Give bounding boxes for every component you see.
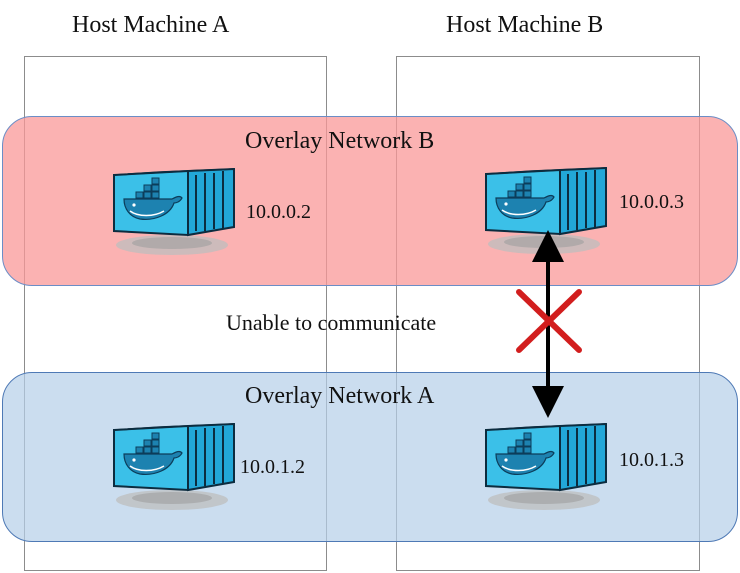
container-ip-label: 10.0.0.2 bbox=[246, 201, 311, 223]
host-machine-a-frame bbox=[24, 56, 327, 571]
docker-container-icon bbox=[110, 420, 240, 520]
container-ip-label: 10.0.1.3 bbox=[619, 449, 684, 471]
docker-container-icon bbox=[482, 420, 612, 520]
overlay-network-b-title: Overlay Network B bbox=[245, 128, 435, 154]
overlay-network-a-title: Overlay Network A bbox=[245, 383, 435, 409]
host-machine-b-frame bbox=[396, 56, 700, 571]
connection-status-label: Unable to communicate bbox=[226, 310, 437, 335]
container-ip-label: 10.0.0.3 bbox=[619, 191, 684, 213]
host-machine-a-title: Host Machine A bbox=[72, 12, 230, 38]
host-machine-b-title: Host Machine B bbox=[446, 12, 604, 38]
container-ip-label: 10.0.1.2 bbox=[240, 456, 305, 478]
overlay-network-a bbox=[2, 372, 738, 542]
docker-container-icon bbox=[482, 164, 612, 264]
docker-container-icon bbox=[110, 165, 240, 265]
